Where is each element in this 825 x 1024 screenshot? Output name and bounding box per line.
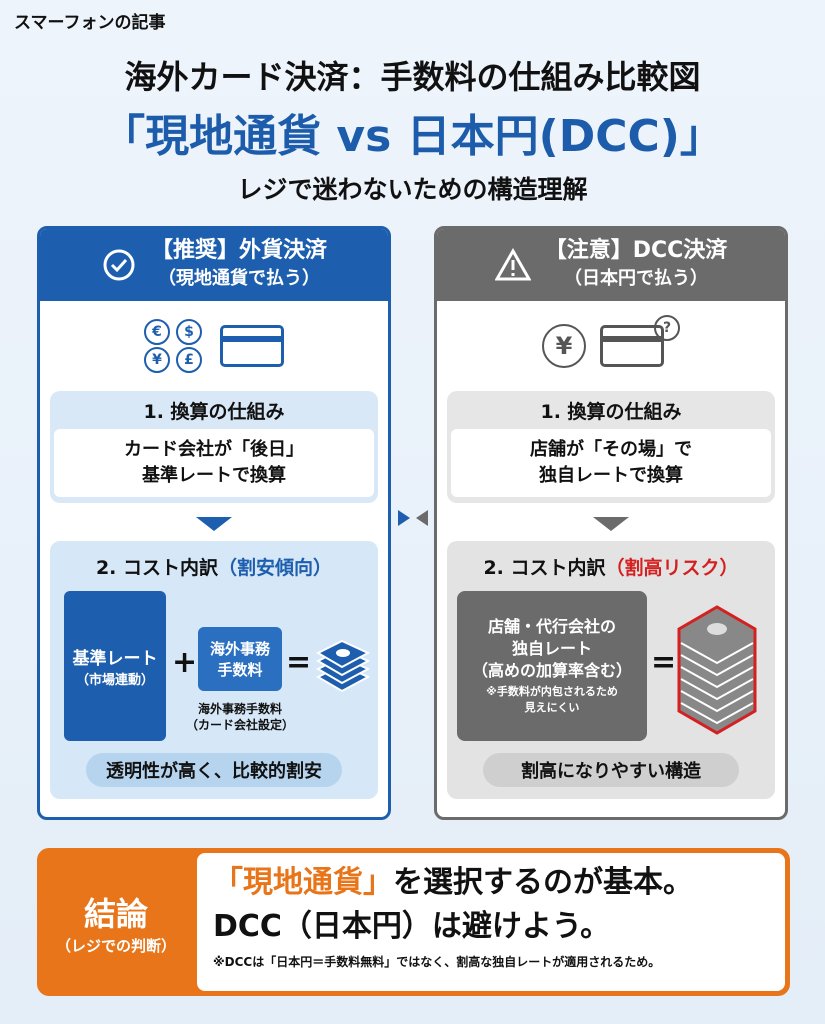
step2-box: 2. コスト内訳（割安傾向） 基準レート （市場連動） + 海外事務手数料 海外… bbox=[50, 541, 378, 799]
fee-box-line1: 海外事務 bbox=[209, 640, 270, 658]
down-arrow-icon bbox=[196, 517, 232, 531]
conclusion-box: 結論 （レジでの判断） 「現地通貨」を選択するのが基本。 DCC（日本円）は避け… bbox=[37, 848, 790, 996]
step1-box: 1. 換算の仕組み 店舗が「その場」で独自レートで換算 bbox=[447, 391, 775, 503]
currency-card-icons: € $ ¥ £ bbox=[40, 301, 388, 391]
credit-card-icon bbox=[600, 325, 664, 367]
warning-triangle-icon bbox=[494, 247, 531, 283]
equals-sign: = bbox=[286, 645, 312, 680]
fee-note-line1: 海外事務手数料 bbox=[197, 702, 282, 716]
step1-title: 1. 換算の仕組み bbox=[540, 400, 682, 423]
step2-box: 2. コスト内訳（割高リスク） 店舗・代行会社の 独自レート （高めの加算率含む… bbox=[447, 541, 775, 799]
conclusion-line1: を選択するのが基本。 bbox=[393, 865, 693, 900]
credit-card-icon bbox=[220, 325, 284, 367]
panel-dcc: 【注意】DCC決済 （日本円で払う） ¥ ? 1. 換算の仕組み 店舗が「その場」… bbox=[434, 226, 788, 820]
check-circle-icon bbox=[101, 247, 137, 283]
step2-tag: （割高リスク） bbox=[605, 557, 739, 579]
own-rate-box: 店舗・代行会社の 独自レート （高めの加算率含む） ※手数料が内包されるため 見… bbox=[457, 591, 647, 741]
fee-box-line2: 手数料 bbox=[217, 661, 263, 679]
title-line2: 「現地通貨 vs 日本円(DCC)」 bbox=[101, 111, 724, 162]
own-rate-note-line1: ※手数料が内包されるため bbox=[486, 685, 618, 698]
base-rate-box: 基準レート （市場連動） bbox=[64, 591, 166, 741]
own-rate-note-line2: 見えにくい bbox=[524, 701, 580, 714]
step1-body-line1: カード会社が「後日」 bbox=[124, 439, 304, 460]
step2-title: 2. コスト内訳 bbox=[95, 557, 219, 579]
subtitle: レジで迷わないための構造理解 bbox=[237, 175, 588, 204]
pound-coin: £ bbox=[176, 347, 202, 373]
own-rate-line2: 独自レート bbox=[511, 639, 592, 658]
plus-sign: + bbox=[172, 645, 198, 680]
yen-card-icons: ¥ ? bbox=[437, 301, 785, 391]
conclusion-label: 結論 bbox=[83, 894, 148, 933]
panel-heading: 【注意】DCC決済 bbox=[544, 238, 728, 263]
step2-tag: （割安傾向） bbox=[218, 557, 333, 579]
large-money-stack-icon bbox=[677, 605, 757, 735]
own-rate-line1: 店舗・代行会社の bbox=[487, 617, 616, 636]
compare-arrows-icon bbox=[398, 510, 428, 526]
step1-body-line2: 独自レートで換算 bbox=[539, 465, 683, 486]
conclusion-note: ※DCCは「日本円＝手数料無料」ではなく、割高な独自レートが適用されるため。 bbox=[213, 955, 661, 969]
title-line1: 海外カード決済：手数料の仕組み比較図 bbox=[124, 58, 701, 96]
panel-header: 【推奨】外貨決済 （現地通貨で払う） bbox=[40, 229, 388, 301]
base-rate-sub: （市場連動） bbox=[75, 673, 154, 688]
equals-sign: = bbox=[651, 645, 677, 680]
panel-header: 【注意】DCC決済 （日本円で払う） bbox=[437, 229, 785, 301]
panel-subheading: （現地通貨で払う） bbox=[157, 268, 320, 289]
step1-title: 1. 換算の仕組み bbox=[143, 400, 285, 423]
fee-note-line2: （カード会社設定） bbox=[185, 718, 294, 732]
panel-subheading: （日本円で払う） bbox=[564, 268, 708, 289]
fee-box: 海外事務手数料 bbox=[198, 627, 282, 691]
panel-heading: 【推奨】外貨決済 bbox=[150, 238, 327, 263]
step1-body-line2: 基準レートで換算 bbox=[142, 465, 286, 486]
step1-box: 1. 換算の仕組み カード会社が「後日」基準レートで換算 bbox=[50, 391, 378, 503]
step2-title: 2. コスト内訳 bbox=[483, 557, 606, 579]
conclusion-label-sub: （レジでの判断） bbox=[55, 936, 176, 955]
currency-coins-icon: € $ ¥ £ bbox=[144, 319, 206, 373]
fee-note: 海外事務手数料 （カード会社設定） bbox=[180, 701, 300, 733]
conclusion-line2: DCC（日本円）は避けよう。 bbox=[213, 909, 611, 944]
step1-body-line1: 店舗が「その場」で bbox=[530, 439, 692, 460]
own-rate-line3: （高めの加算率含む） bbox=[471, 661, 632, 680]
money-stack-icon bbox=[315, 639, 371, 693]
dollar-coin: $ bbox=[176, 319, 202, 345]
conclusion-highlight: 「現地通貨」 bbox=[213, 865, 393, 900]
base-rate-label: 基準レート bbox=[72, 649, 158, 669]
yen-coin-icon: ¥ bbox=[542, 324, 586, 368]
panel-foreign-currency: 【推奨】外貨決済 （現地通貨で払う） € $ ¥ £ 1. 換算の仕組み カード会… bbox=[37, 226, 391, 820]
euro-coin: € bbox=[144, 319, 170, 345]
summary-pill: 透明性が高く、比較的割安 bbox=[86, 753, 342, 787]
down-arrow-icon bbox=[593, 517, 629, 531]
yen-coin: ¥ bbox=[144, 347, 170, 373]
summary-pill: 割高になりやすい構造 bbox=[483, 753, 739, 787]
source-tag: スマーフォンの記事 bbox=[14, 13, 166, 33]
